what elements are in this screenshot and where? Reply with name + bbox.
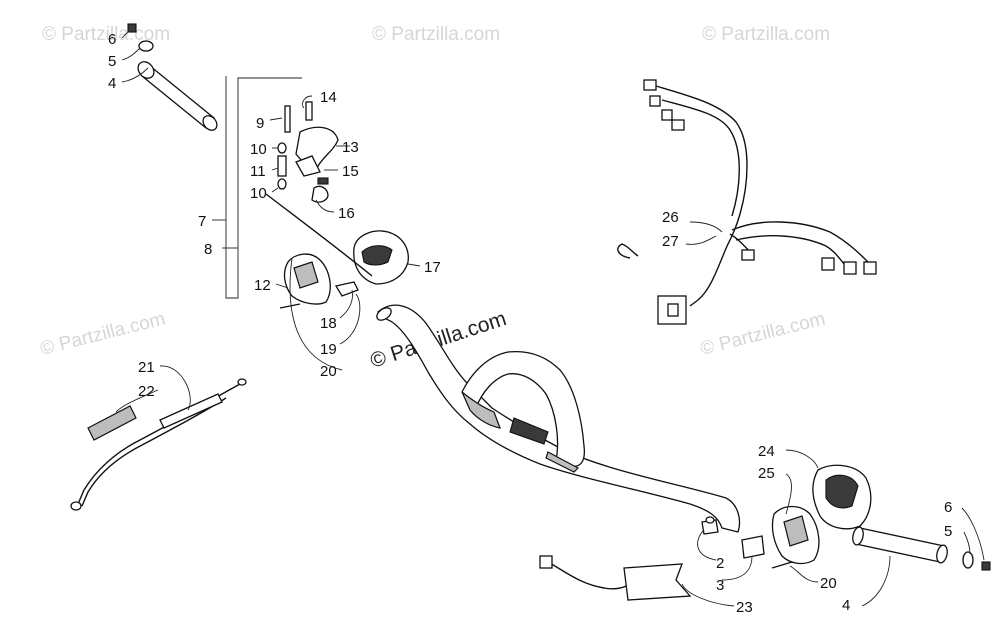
callout-9: 9 [256,115,264,132]
callout-25: 25 [758,465,775,482]
watermark: © Partzilla.com [698,309,827,360]
watermark: © Partzilla.com [42,24,170,45]
throttle-assembly [212,76,421,371]
handlebar [376,304,741,533]
callout-26: 26 [662,209,679,226]
callout-7: 7 [198,213,206,230]
callout-labels: 6 5 4 14 9 13 10 11 15 10 16 7 8 17 12 1… [108,31,952,616]
callout-3: 3 [716,577,724,594]
right-switch-assembly [771,449,872,569]
callout-5: 5 [944,523,952,540]
callout-10: 10 [250,141,267,158]
callout-22: 22 [138,383,155,400]
callout-4: 4 [842,597,850,614]
callout-6: 6 [108,31,116,48]
callout-12: 12 [254,277,271,294]
watermark: © Partzilla.com [702,24,830,45]
callout-16: 16 [338,205,355,222]
callout-27: 27 [662,233,679,250]
callout-17: 17 [424,259,441,276]
callout-15: 15 [342,163,359,180]
callout-24: 24 [758,443,775,460]
callout-8: 8 [204,241,212,258]
left-grip-assembly [121,23,218,131]
callout-6: 6 [944,499,952,516]
callout-21: 21 [138,359,155,376]
throttle-cable [70,365,247,511]
callout-18: 18 [320,315,337,332]
wiring-harness [617,79,877,325]
bottom-small-parts [539,516,819,607]
callout-20: 20 [320,363,337,380]
callout-20: 20 [820,575,837,592]
watermark: © Partzilla.com [372,24,500,45]
callout-13: 13 [342,139,359,156]
callout-11: 11 [250,163,266,180]
watermark: © Partzilla.com [38,309,167,360]
callout-5: 5 [108,53,116,70]
callout-2: 2 [716,555,724,572]
callout-10: 10 [250,185,267,202]
callout-19: 19 [320,341,337,358]
callout-14: 14 [320,89,337,106]
callout-23: 23 [736,599,753,616]
callout-4: 4 [108,75,116,92]
right-grip-assembly [852,507,991,607]
